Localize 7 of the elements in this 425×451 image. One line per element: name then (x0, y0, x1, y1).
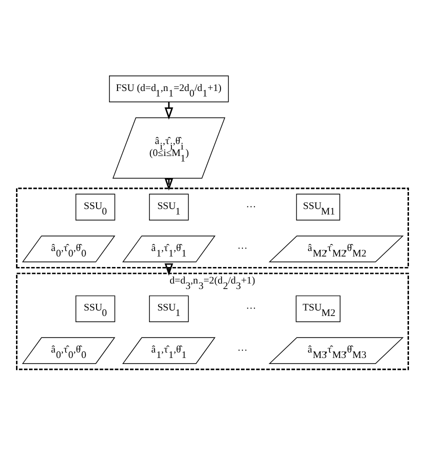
cluster (16, 188, 409, 268)
arrow (164, 263, 174, 276)
arrow (164, 102, 174, 120)
label: ··· (246, 303, 256, 314)
label: ··· (237, 244, 248, 255)
label: ··· (237, 345, 248, 356)
label: ··· (246, 202, 256, 213)
